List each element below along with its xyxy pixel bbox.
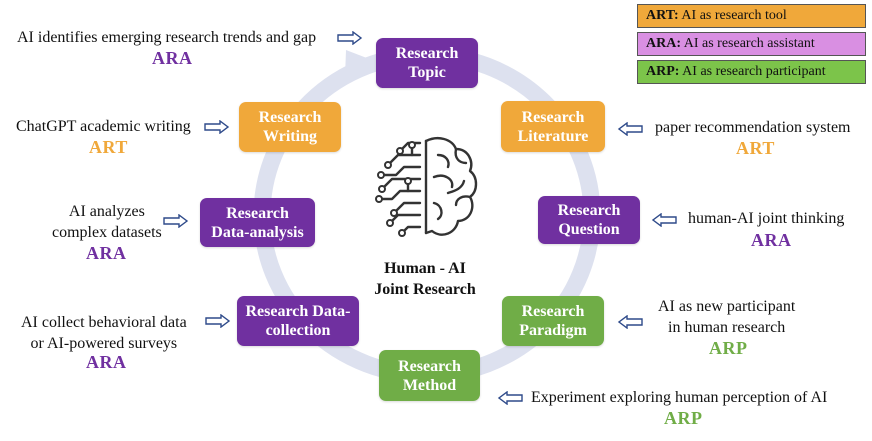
arrow-right-icon [337, 31, 363, 45]
brain-circuit-icon [375, 137, 478, 237]
arrow-right-icon [205, 314, 231, 328]
arrow-right-icon [204, 120, 230, 134]
note-paradigm: AI as new participant in human research [658, 298, 796, 336]
note-data-analysis: AI analyzes complex datasets [52, 203, 162, 241]
arrow-right-icon [163, 214, 189, 228]
tag-question: ARA [751, 230, 792, 250]
legend-arp: ARP: AI as research participant [637, 60, 866, 84]
tag-writing: ART [89, 137, 128, 157]
legend-art: ART: AI as research tool [637, 4, 866, 28]
tag-data-collection: ARA [86, 352, 127, 372]
tag-topic: ARA [152, 48, 193, 68]
tag-method: ARP [664, 408, 703, 428]
arrow-left-icon [651, 213, 677, 227]
note-method: Experiment exploring human perception of… [531, 389, 828, 406]
arrow-left-icon [617, 315, 643, 329]
legend-ara: ARA: AI as research assistant [637, 32, 866, 56]
tag-data-analysis: ARA [86, 243, 127, 263]
arrow-left-icon [617, 122, 643, 136]
note-question: human-AI joint thinking [688, 210, 845, 227]
note-literature: paper recommendation system [655, 119, 851, 136]
note-data-collection: AI collect behavioral data or AI-powered… [21, 314, 187, 352]
tag-literature: ART [736, 138, 775, 158]
stage-research-data-collection: Research Data-collection [237, 296, 359, 346]
note-writing: ChatGPT academic writing [16, 118, 191, 135]
tag-paradigm: ARP [709, 338, 748, 358]
note-topic: AI identifies emerging research trends a… [17, 29, 317, 46]
arrow-left-icon [497, 391, 523, 405]
center-label: Human - AI Joint Research [374, 260, 476, 298]
